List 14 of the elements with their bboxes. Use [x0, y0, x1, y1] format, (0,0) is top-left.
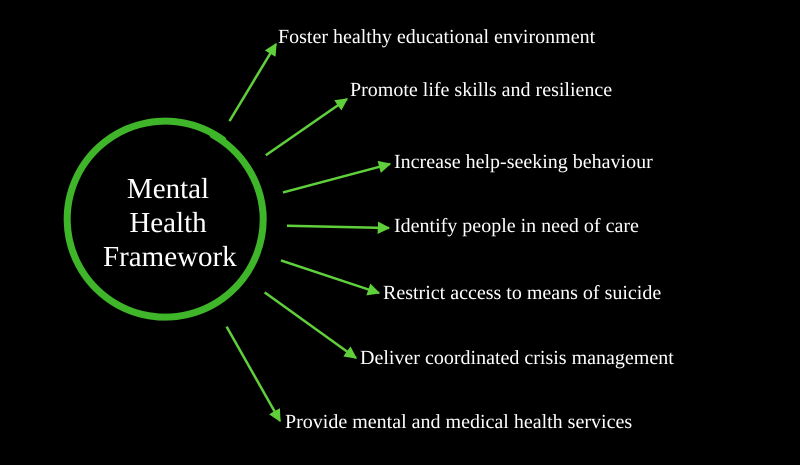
goal-text: Promote life skills and resilience	[350, 78, 612, 102]
goal-text: Provide mental and medical health services	[285, 410, 632, 434]
goal-text: Deliver coordinated crisis management	[360, 346, 674, 370]
goal-text: Increase help-seeking behaviour	[394, 150, 653, 174]
arrow	[265, 98, 348, 156]
goal-text: Foster healthy educational environment	[278, 25, 596, 49]
arrow	[286, 222, 390, 234]
goal-text: Restrict access to means of suicide	[383, 281, 662, 305]
goal-text: Identify people in need of care	[394, 214, 639, 238]
arrow	[280, 259, 380, 296]
arrow	[226, 326, 282, 422]
arrow	[282, 160, 392, 194]
arrow	[264, 291, 358, 360]
arrow	[228, 42, 278, 122]
